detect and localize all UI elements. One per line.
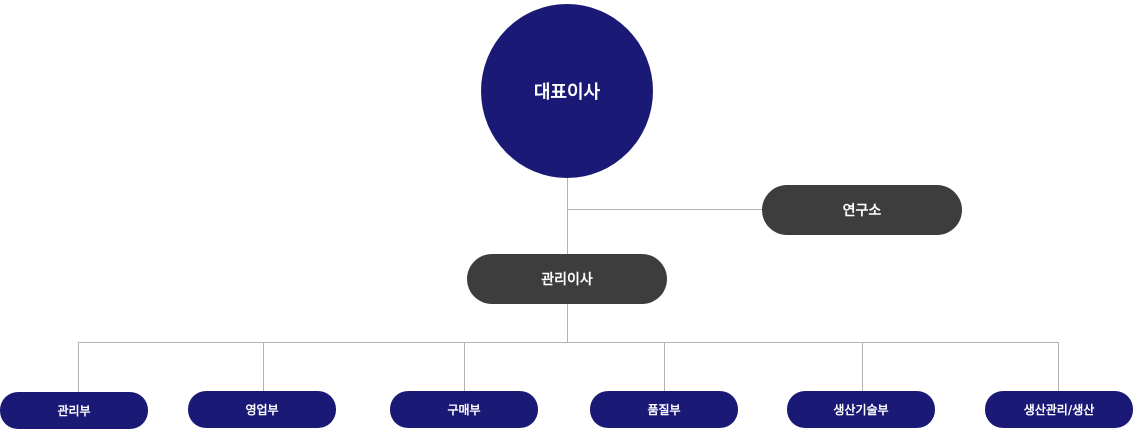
connector-dept-6 [1058, 342, 1059, 391]
lab-label: 연구소 [842, 203, 882, 219]
ceo-node: 대표이사 [481, 4, 653, 178]
connector-dept-4 [664, 342, 665, 391]
department-node: 생산관리/생산 [985, 391, 1133, 428]
connector-ceo-director [567, 178, 568, 254]
department-node: 생산기술부 [787, 391, 935, 428]
lab-node: 연구소 [762, 185, 962, 235]
connector-lab [567, 209, 762, 210]
ceo-label: 대표이사 [533, 82, 601, 103]
connector-director-bus [567, 304, 568, 342]
director-node: 관리이사 [467, 254, 667, 304]
connector-dept-2 [263, 342, 264, 391]
connector-dept-5 [862, 342, 863, 391]
department-node: 영업부 [188, 391, 336, 428]
connector-dept-1 [78, 342, 79, 392]
department-node: 구매부 [390, 391, 538, 428]
department-label: 생산기술부 [833, 403, 889, 417]
director-label: 관리이사 [541, 272, 593, 288]
department-label: 생산관리/생산 [1023, 403, 1095, 417]
department-label: 영업부 [245, 403, 279, 417]
department-node: 관리부 [0, 392, 148, 429]
connector-dept-3 [464, 342, 465, 391]
department-label: 관리부 [57, 404, 91, 418]
department-label: 구매부 [447, 403, 481, 417]
connector-department-bus [78, 342, 1059, 343]
department-node: 품질부 [590, 391, 738, 428]
department-label: 품질부 [647, 403, 681, 417]
